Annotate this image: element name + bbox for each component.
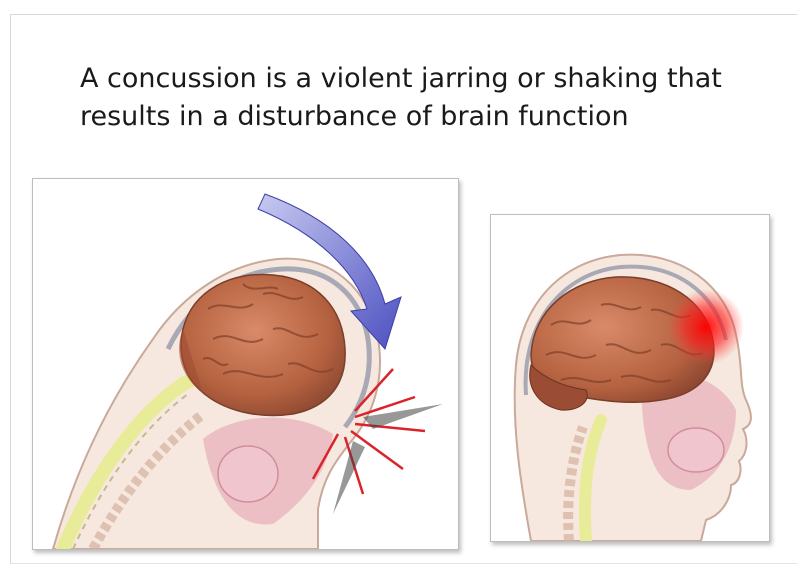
divider-left — [10, 14, 11, 564]
brain-injury-icon — [491, 215, 769, 541]
head-impact-illustration — [32, 178, 459, 550]
brain-injury-illustration — [490, 214, 770, 542]
head-impact-icon — [33, 179, 458, 549]
headline-line-1: A concussion is a violent jarring or sha… — [80, 60, 780, 98]
impact-highlight — [668, 289, 744, 365]
headline: A concussion is a violent jarring or sha… — [80, 60, 780, 136]
divider-bottom — [10, 563, 797, 564]
headline-line-2: results in a disturbance of brain functi… — [80, 98, 780, 136]
divider-top — [10, 14, 797, 15]
